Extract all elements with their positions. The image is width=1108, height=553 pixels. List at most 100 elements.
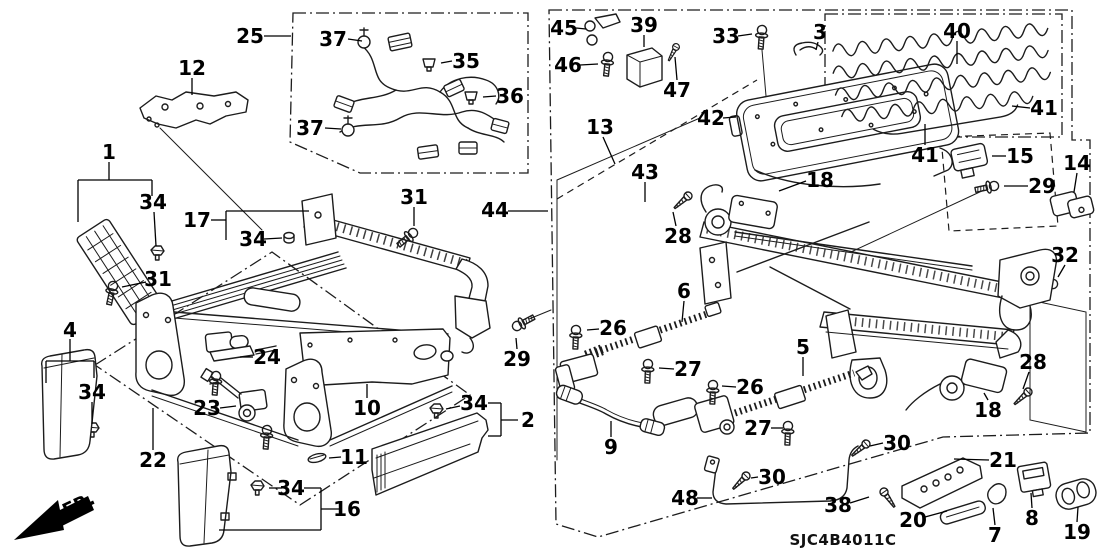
fr-arrow-shaft	[52, 496, 94, 528]
leader-line-30	[750, 476, 759, 479]
part-18-motor-front	[671, 184, 778, 236]
leader-line-42	[722, 116, 737, 119]
leader-line-47	[674, 56, 678, 81]
callout-34: 34	[277, 476, 305, 500]
part-40-41-springs	[832, 23, 1052, 135]
callout-27: 27	[674, 357, 702, 381]
callout-8: 8	[1025, 506, 1039, 530]
part-45-hook	[584, 13, 621, 46]
leader-line-29	[515, 337, 518, 350]
left-fasteners	[85, 245, 552, 496]
callout-11: 11	[340, 445, 368, 469]
callout-40: 40	[943, 19, 971, 43]
callout-1: 1	[102, 140, 116, 164]
part-15-clip	[950, 142, 989, 179]
callout-21: 21	[989, 448, 1017, 472]
callout-23: 23	[193, 396, 221, 420]
bolt-29-center	[509, 311, 538, 335]
harness-group-box	[289, 12, 529, 174]
leader-line-34	[445, 405, 461, 410]
aux-group-box	[1029, 299, 1087, 433]
right-frame-assembly	[699, 221, 1058, 399]
callout-34: 34	[78, 380, 106, 404]
leader-line-37	[324, 127, 342, 130]
part-19-switch-cover	[1055, 478, 1097, 510]
callout-33: 33	[712, 24, 740, 48]
leader-line-18	[983, 392, 989, 401]
callout-34: 34	[239, 227, 267, 251]
callout-39: 39	[630, 13, 658, 37]
leader-line-11	[328, 456, 342, 459]
callout-9: 9	[604, 435, 618, 459]
leader-line-33	[737, 33, 753, 37]
callout-18: 18	[806, 168, 834, 192]
bolt-26-a	[568, 324, 583, 350]
part-14-bracket	[1049, 191, 1095, 219]
callout-48: 48	[671, 486, 699, 510]
leader-line-14	[1073, 172, 1078, 193]
group-boxes	[93, 9, 1091, 538]
clip-34-a	[150, 245, 165, 261]
callout-15: 15	[1006, 144, 1034, 168]
leader-line-18	[778, 180, 807, 192]
part-20-switch-knob-strip	[939, 500, 986, 525]
callout-45: 45	[550, 16, 578, 40]
bolt-27-b	[780, 420, 795, 446]
callout-31: 31	[400, 185, 428, 209]
callout-18: 18	[974, 398, 1002, 422]
leader-line-26	[721, 385, 737, 388]
part-6-lead-screw	[554, 301, 722, 393]
clip-34-c	[429, 403, 444, 419]
leader-line-8	[1030, 492, 1033, 509]
callout-41: 41	[911, 143, 939, 167]
callout-2: 2	[521, 408, 535, 432]
leader-line-38	[849, 496, 870, 504]
leader-line-32	[1057, 264, 1066, 278]
nut-34	[283, 231, 295, 244]
leader-line-28	[672, 211, 677, 227]
part-10-seat-frame	[135, 251, 491, 448]
callout-46: 46	[554, 53, 582, 77]
callout-14: 14	[1063, 151, 1091, 175]
callout-38: 38	[824, 493, 852, 517]
part-18-motor-rear	[905, 358, 1035, 411]
frame-group-box	[93, 251, 472, 506]
callout-26: 26	[599, 316, 627, 340]
fr-arrow-icon	[14, 500, 64, 540]
callout-26: 26	[736, 375, 764, 399]
callout-41: 41	[1030, 96, 1058, 120]
clip-36	[464, 91, 478, 105]
callout-12: 12	[178, 56, 206, 80]
leader-line-27	[658, 367, 675, 370]
part-39-channel	[626, 47, 663, 88]
screw-28-front	[671, 189, 695, 212]
leader-line-13	[602, 136, 616, 165]
leader-line-46	[579, 63, 599, 66]
callout-7: 7	[988, 523, 1002, 547]
part-12-center-bracket	[139, 91, 263, 231]
callout-25: 25	[236, 24, 264, 48]
part-42-cushion-pan	[728, 63, 960, 188]
part-16-riser-cover	[176, 444, 237, 547]
part-3-clip	[793, 41, 824, 56]
right-column-small-parts	[837, 142, 1095, 294]
callout-42: 42	[697, 106, 725, 130]
part-7-knob	[987, 483, 1007, 505]
leader-line-23	[219, 405, 237, 409]
leader-line-45	[575, 27, 587, 30]
leader-line-41	[1011, 105, 1031, 109]
callout-37: 37	[319, 27, 347, 51]
leader-line-7	[992, 507, 996, 526]
leader-line-3	[815, 41, 819, 51]
bolt-46	[599, 51, 616, 78]
part-2-rear-cover-panel	[371, 412, 489, 496]
callout-31: 31	[144, 267, 172, 291]
callout-34: 34	[460, 391, 488, 415]
leader-line-37	[347, 38, 363, 42]
callout-29: 29	[503, 347, 531, 371]
screw-30-a	[848, 437, 873, 460]
leader-line-31	[121, 281, 147, 288]
callout-3: 3	[813, 20, 827, 44]
